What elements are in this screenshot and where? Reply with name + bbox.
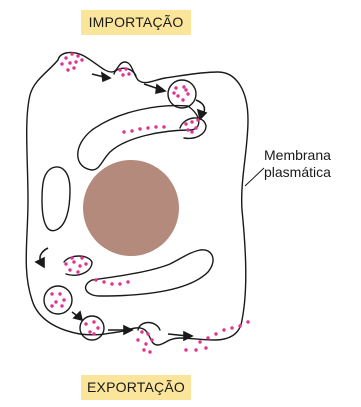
cargo-dot bbox=[204, 346, 207, 349]
cargo-dot bbox=[60, 304, 63, 307]
cargo-dot bbox=[186, 92, 189, 95]
cargo-dot bbox=[154, 125, 157, 128]
cargo-dot bbox=[222, 328, 225, 331]
arrow-import-1 bbox=[92, 73, 110, 81]
arrow-import-2 bbox=[144, 84, 165, 93]
cargo-dot bbox=[190, 130, 193, 133]
cargo-dot bbox=[246, 320, 249, 323]
cargo-dot bbox=[94, 278, 97, 281]
cargo-dot bbox=[176, 94, 179, 97]
cargo-dot bbox=[66, 68, 69, 71]
cargo-dot bbox=[162, 125, 165, 128]
cargo-dot bbox=[146, 126, 149, 129]
cargo-dot bbox=[118, 282, 121, 285]
cargo-dot bbox=[64, 262, 67, 265]
cargo-dot bbox=[150, 338, 153, 341]
cargo-dot bbox=[206, 336, 209, 339]
cargo-dot bbox=[121, 73, 124, 76]
cargo-dot bbox=[64, 56, 67, 59]
upper-organelle bbox=[78, 106, 199, 170]
cargo-dot bbox=[70, 256, 73, 259]
arrow-export-2 bbox=[72, 312, 82, 320]
cargo-dot bbox=[182, 85, 185, 88]
cargo-dot bbox=[144, 342, 147, 345]
cargo-dot bbox=[238, 324, 241, 327]
cargo-dot bbox=[142, 348, 145, 351]
cargo-dot bbox=[186, 128, 189, 131]
cargo-dot bbox=[140, 330, 143, 333]
membrane-pointer bbox=[245, 168, 264, 186]
cargo-dot bbox=[76, 54, 79, 57]
cargo-dot bbox=[92, 320, 95, 323]
cargo-dot bbox=[50, 292, 53, 295]
import-vesicle bbox=[168, 80, 196, 108]
cargo-dot bbox=[118, 68, 121, 71]
cargo-dot bbox=[78, 264, 81, 267]
cargo-dot bbox=[92, 332, 95, 335]
cargo-dot bbox=[148, 350, 151, 353]
cargo-dot bbox=[70, 52, 73, 55]
cargo-dot bbox=[72, 260, 75, 263]
cargo-dot bbox=[122, 130, 125, 133]
cargo-dot bbox=[84, 262, 87, 265]
cargo-dot bbox=[184, 348, 187, 351]
cargo-dot bbox=[50, 304, 53, 307]
cargo-dot bbox=[214, 332, 217, 335]
cargo-dot bbox=[230, 326, 233, 329]
cargo-dot bbox=[194, 126, 197, 129]
export-vesicle-2 bbox=[80, 316, 104, 340]
membrane-label-line1: Membrana bbox=[264, 147, 331, 163]
cargo-dot bbox=[172, 91, 175, 94]
cargo-dot bbox=[184, 88, 187, 91]
cargo-dot bbox=[174, 86, 177, 89]
cargo-dot bbox=[181, 98, 184, 101]
cargo-dot bbox=[110, 282, 113, 285]
cargo-dot bbox=[196, 118, 199, 121]
cargo-dot bbox=[54, 300, 57, 303]
cargo-dot bbox=[80, 256, 83, 259]
cargo-dot bbox=[88, 330, 91, 333]
cargo-dot bbox=[84, 322, 87, 325]
cargo-dot bbox=[58, 292, 61, 295]
cargo-dot bbox=[126, 280, 129, 283]
cargo-dot bbox=[68, 268, 71, 271]
cargo-dot bbox=[80, 58, 83, 61]
arrow-export-1 bbox=[36, 248, 48, 267]
cargo-dot bbox=[124, 67, 127, 70]
cargo-dot bbox=[184, 122, 187, 125]
cargo-dot bbox=[76, 270, 79, 273]
left-organelle bbox=[42, 167, 70, 231]
cargo-dot bbox=[136, 338, 139, 341]
cargo-dot bbox=[138, 127, 141, 130]
cargo-dot bbox=[194, 348, 197, 351]
export-vesicle-1 bbox=[44, 286, 72, 314]
cargo-dot bbox=[190, 120, 193, 123]
membrane-label-line2: plasmática bbox=[264, 164, 331, 180]
cargo-dot bbox=[62, 298, 65, 301]
cargo-dot bbox=[60, 62, 63, 65]
cargo-dot bbox=[72, 66, 75, 69]
cargo-dot bbox=[96, 326, 99, 329]
cargo-dot bbox=[146, 332, 149, 335]
nucleus bbox=[83, 160, 179, 256]
lower-organelle bbox=[86, 250, 213, 296]
cargo-dot bbox=[74, 60, 77, 63]
cargo-dot bbox=[198, 340, 201, 343]
cargo-dot bbox=[130, 129, 133, 132]
cargo-dot bbox=[127, 72, 130, 75]
cargo-dot bbox=[68, 61, 71, 64]
cargo-dot bbox=[102, 280, 105, 283]
